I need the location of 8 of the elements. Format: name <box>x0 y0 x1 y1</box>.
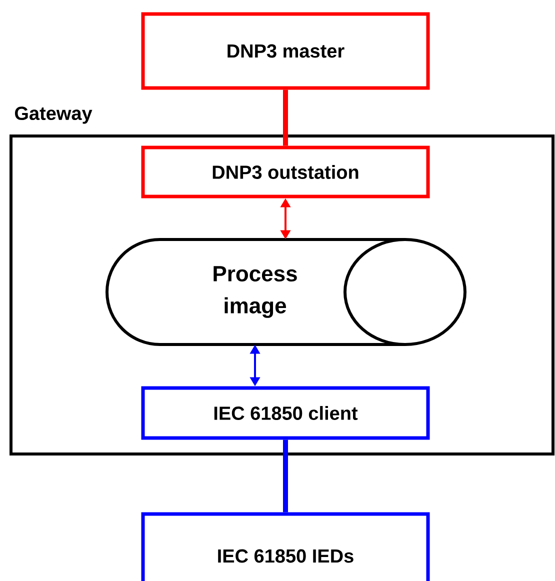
labeled-box: IEC 61850 client <box>141 386 430 440</box>
connector <box>283 90 288 146</box>
drum-label: Process image <box>214 266 297 318</box>
labeled-box: DNP3 outstation <box>141 146 430 198</box>
frame-heading: Gateway <box>14 106 92 124</box>
labeled-box: DNP3 master <box>141 12 430 90</box>
connector <box>283 440 288 512</box>
labeled-box: IEC 61850 IEDs <box>141 512 430 581</box>
